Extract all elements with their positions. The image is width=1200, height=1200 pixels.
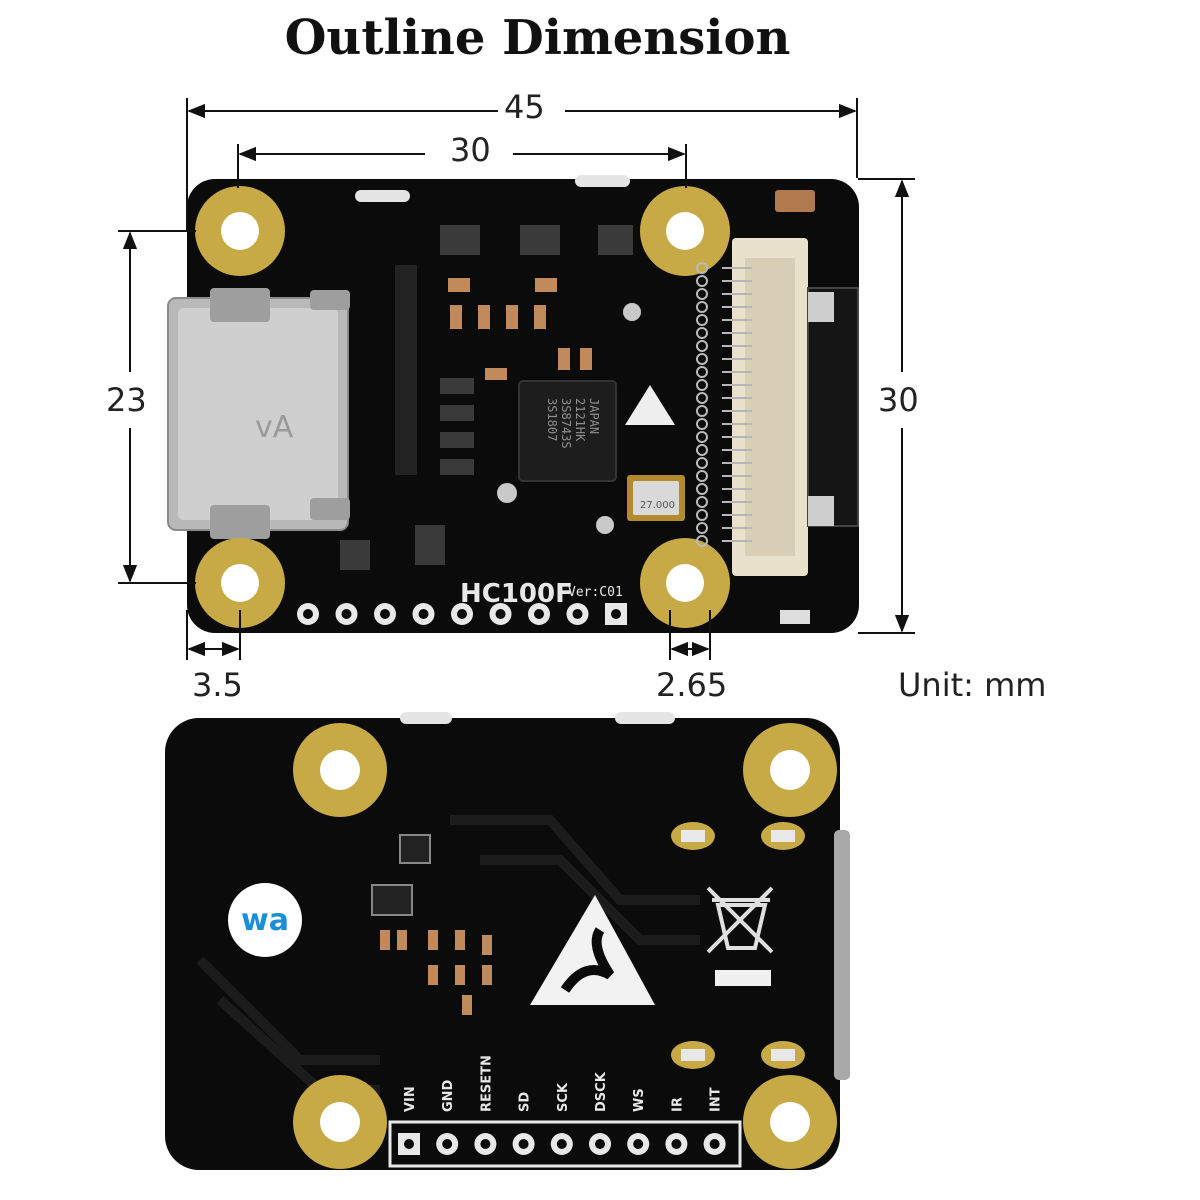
mounting-hole-back-bl	[293, 1075, 387, 1169]
back-pin-pad	[703, 1133, 726, 1155]
chip-line-1: 3S1807	[545, 398, 559, 441]
logo-text: wa	[241, 903, 289, 938]
front-pin-pad	[566, 603, 589, 625]
weee-bin-icon	[706, 886, 774, 954]
brand-logo-icon: wa	[228, 883, 302, 957]
hdmi-connector: vA	[167, 288, 350, 539]
back-connector-edge	[834, 830, 850, 1080]
dim-overall-height: 30	[872, 381, 925, 419]
back-pin-label: INT	[709, 1087, 724, 1112]
back-pin-label: RESETN	[479, 1055, 494, 1112]
back-smd-components	[371, 834, 492, 1015]
mounting-hole-back-br	[743, 1075, 837, 1169]
back-pin-pad	[512, 1133, 535, 1155]
back-pin-pad	[665, 1133, 688, 1155]
back-board: wa VIN GND RESETN SD SCK DSCK WS IR INT	[165, 712, 850, 1170]
crystal-label: 27.000	[640, 500, 675, 511]
back-pin-label: GND	[441, 1079, 456, 1112]
mounting-hole-back-tr	[743, 723, 837, 817]
back-pin-label: SD	[518, 1092, 533, 1112]
front-pin-pad	[605, 603, 627, 625]
back-pin-labels: VIN GND RESETN SD SCK DSCK WS IR INT	[403, 1055, 724, 1112]
front-pin-pad	[335, 603, 358, 625]
back-pin-pad	[550, 1133, 573, 1155]
back-pin-label: WS	[632, 1088, 647, 1112]
back-pin-pad	[398, 1133, 420, 1155]
dimension-lines	[118, 98, 915, 660]
esd-warning-icon	[625, 385, 675, 425]
version-label: Ver:C01	[568, 585, 623, 600]
bridge-chip: 3S1807 3S8743S 2121HK JAPAN	[518, 380, 617, 482]
crystal-oscillator: 27.000	[627, 475, 685, 521]
page-title: Outline Dimension	[284, 10, 791, 66]
mounting-hole-front-br	[640, 538, 730, 628]
back-pin-pad	[589, 1133, 611, 1155]
mounting-hole-back-tl	[293, 723, 387, 817]
back-pin-label: DSCK	[594, 1071, 609, 1112]
back-pin-pad	[474, 1133, 497, 1155]
front-pin-pad	[297, 603, 319, 625]
esd-warning-icon-back	[530, 895, 655, 1005]
dim-hole-offset-right: 2.65	[650, 666, 734, 704]
front-pin-pad	[451, 603, 473, 625]
weee-bar	[715, 970, 771, 986]
fpc-connector	[696, 238, 859, 576]
mounting-hole-front-bl	[195, 538, 285, 628]
chip-line-3: 2121HK	[573, 398, 587, 442]
front-pin-pad	[374, 603, 396, 625]
back-pin-pad	[627, 1133, 650, 1155]
dim-hole-spacing-horizontal: 30	[444, 131, 497, 169]
unit-label: Unit: mm	[892, 666, 1053, 704]
back-pin-label: SCK	[556, 1082, 571, 1112]
front-pin-pad	[528, 603, 550, 625]
front-board: vA 3S1807 3S8743S 2121HK JAPAN 27.000	[167, 175, 859, 633]
mounting-hole-front-tl	[195, 186, 285, 276]
dim-hole-offset-left: 3.5	[186, 666, 249, 704]
back-pin-pad	[436, 1133, 459, 1155]
front-pin-header	[297, 603, 627, 625]
back-pin-label: VIN	[403, 1086, 418, 1112]
connector-marking: vA	[255, 410, 294, 445]
dim-overall-width: 45	[498, 88, 551, 126]
led-pads	[671, 822, 805, 1069]
front-pin-pad	[412, 603, 435, 625]
front-pin-pad	[489, 603, 512, 625]
model-label: HC100F	[460, 579, 573, 609]
back-pin-label: IR	[670, 1097, 685, 1112]
mounting-hole-front-tr	[640, 186, 730, 276]
dim-hole-spacing-vertical: 23	[100, 381, 153, 419]
back-pin-header	[398, 1133, 726, 1155]
chip-line-2: 3S8743S	[559, 398, 573, 449]
smd-components	[340, 175, 815, 624]
chip-line-4: JAPAN	[587, 398, 601, 434]
